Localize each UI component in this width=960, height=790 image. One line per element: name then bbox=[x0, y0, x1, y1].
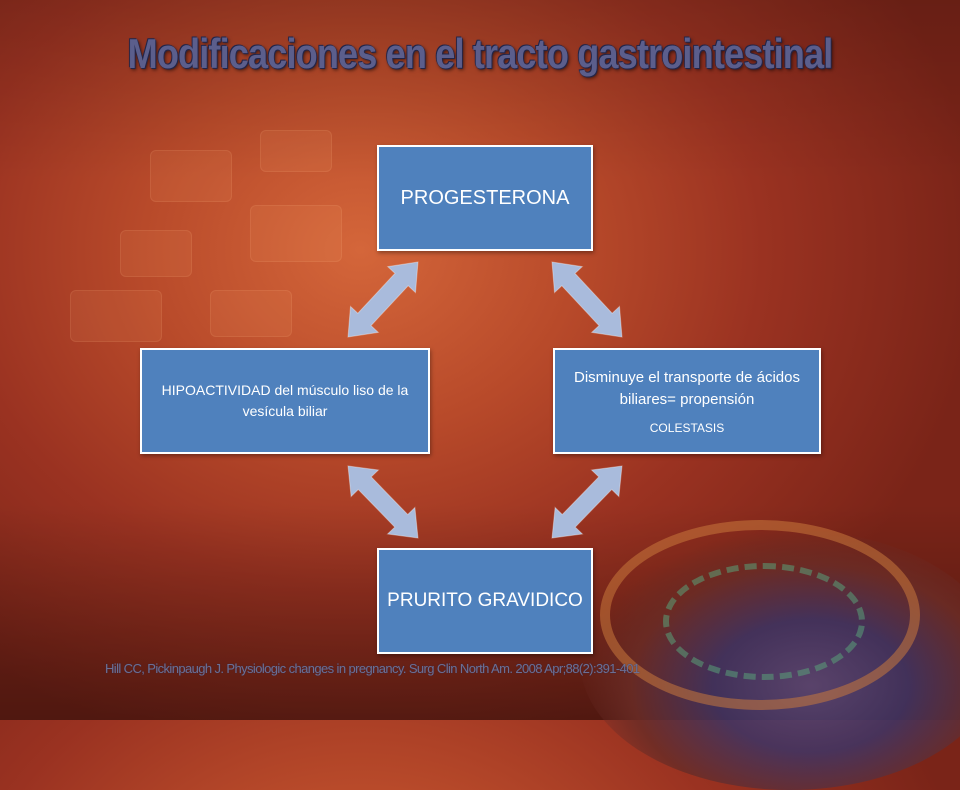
arrow-bottom-left bbox=[347, 465, 419, 539]
background-tile bbox=[150, 150, 232, 202]
node-gallbladder-hypoactivity: HIPOACTIVIDAD del músculo liso de la ves… bbox=[140, 348, 430, 454]
background-tile bbox=[260, 130, 332, 172]
citation-text: Hill CC, Pickinpaugh J. Physiologic chan… bbox=[105, 661, 640, 676]
slide-title: Modificaciones en el tracto gastrointest… bbox=[127, 30, 834, 77]
node-bile-acid-transport: Disminuye el transporte de ácidos biliar… bbox=[553, 348, 821, 454]
background-tile bbox=[210, 290, 292, 337]
node-bile-acid-transport-label: Disminuye el transporte de ácidos biliar… bbox=[574, 369, 800, 408]
node-prurito-gravidico: PRURITO GRAVIDICO bbox=[377, 548, 593, 654]
decorative-ornament-ring bbox=[600, 520, 920, 710]
node-gallbladder-hypoactivity-label: HIPOACTIVIDAD del músculo liso de la ves… bbox=[161, 382, 409, 419]
node-progesterona: PROGESTERONA bbox=[377, 145, 593, 251]
arrow-left-top bbox=[347, 261, 419, 338]
background-tile bbox=[250, 205, 342, 262]
node-bile-acid-transport-sublabel: COLESTASIS bbox=[649, 420, 725, 435]
node-prurito-gravidico-label: PRURITO GRAVIDICO bbox=[387, 590, 583, 612]
arrow-top-right bbox=[551, 261, 623, 338]
node-progesterona-label: PROGESTERONA bbox=[400, 186, 570, 209]
background-tile bbox=[70, 290, 162, 342]
arrow-right-bottom bbox=[551, 465, 623, 539]
background-tile bbox=[120, 230, 192, 277]
decorative-ornament bbox=[580, 530, 960, 790]
